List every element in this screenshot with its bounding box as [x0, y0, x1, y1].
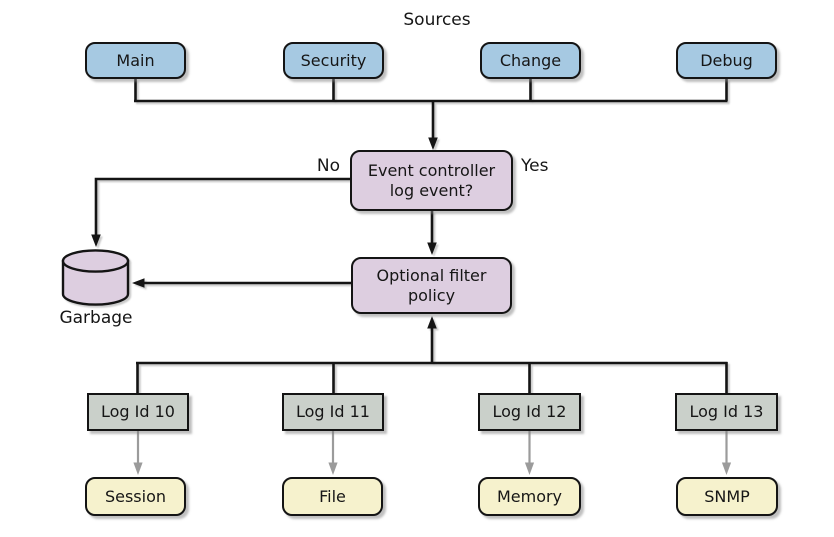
target-node-label: File [319, 486, 346, 506]
log-node-13: Log Id 13 [675, 393, 778, 431]
arrow-down-to-file [328, 462, 338, 475]
yes-path-lines [427, 211, 437, 255]
decision-node-event-controller: Event controller log event? [350, 150, 513, 211]
log-node-label: Log Id 11 [296, 402, 370, 422]
log-node-11: Log Id 11 [282, 393, 384, 431]
bottom-bus-lines [136, 316, 728, 393]
log-node-12: Log Id 12 [478, 393, 581, 431]
garbage-cylinder-icon [61, 249, 130, 306]
yes-branch-label: Yes [521, 156, 549, 176]
arrow-down-to-memory [524, 462, 535, 475]
garbage-label: Garbage [59, 308, 133, 328]
source-node-security: Security [283, 42, 384, 79]
filter-line2: policy [407, 285, 456, 305]
target-node-file: File [282, 477, 383, 516]
source-node-debug: Debug [676, 42, 777, 79]
target-node-label: Session [104, 486, 167, 506]
arrow-down-to-filter [427, 242, 437, 255]
target-node-memory: Memory [478, 477, 581, 516]
decision-line1: Event controller [367, 160, 496, 180]
filter-line1: Optional filter [376, 265, 487, 285]
arrow-down-to-garbage [91, 234, 101, 247]
target-node-label: SNMP [704, 486, 750, 506]
sources-title: Sources [403, 10, 471, 30]
source-node-label: Debug [700, 50, 753, 70]
log-node-10: Log Id 10 [87, 393, 189, 431]
filter-to-garbage-lines [132, 278, 351, 288]
source-node-change: Change [480, 42, 581, 79]
arrow-down-to-snmp [721, 462, 732, 475]
decision-line2: log event? [389, 180, 474, 200]
log-node-label: Log Id 10 [101, 402, 175, 422]
target-node-label: Memory [496, 486, 563, 506]
target-node-snmp: SNMP [676, 477, 778, 516]
source-node-main: Main [85, 42, 186, 79]
source-node-label: Security [300, 50, 367, 70]
arrow-left-to-garbage [132, 278, 145, 288]
no-branch-label: No [316, 156, 340, 176]
arrow-down-to-session [133, 462, 143, 475]
target-node-session: Session [85, 477, 186, 516]
arrow-up-to-filter [427, 316, 437, 329]
filter-node-optional-filter-policy: Optional filter policy [351, 257, 512, 314]
source-node-label: Main [116, 50, 155, 70]
no-path-lines [91, 177, 350, 247]
log-node-label: Log Id 13 [689, 402, 764, 422]
log-to-target-arrows [133, 431, 732, 475]
top-bus-lines [134, 79, 728, 150]
arrow-down-to-decision [428, 137, 438, 150]
source-node-label: Change [499, 50, 562, 70]
log-node-label: Log Id 12 [492, 402, 567, 422]
